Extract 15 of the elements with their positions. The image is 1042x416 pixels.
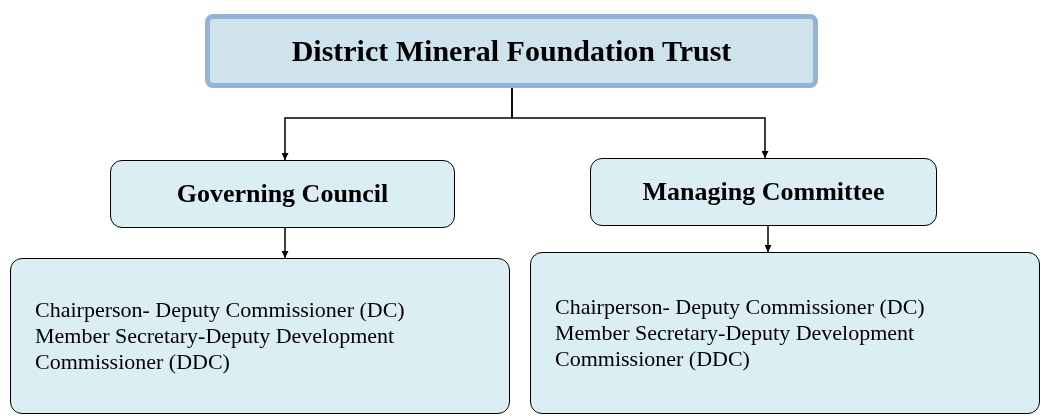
title-box xyxy=(110,160,455,228)
title-box xyxy=(590,158,937,226)
info-box xyxy=(530,252,1040,414)
box-title: Managing Committee xyxy=(642,177,885,207)
body-text: Member Secretary-Deputy Development Commissioner (DDC) xyxy=(555,320,916,372)
body-text: Member Secretary-Deputy Development Commissioner (DDC) xyxy=(35,323,396,375)
box-title: Governing Council xyxy=(176,179,389,209)
arrow xyxy=(764,225,772,253)
info-box xyxy=(10,258,510,414)
arrow xyxy=(281,227,289,259)
body-text: Chairperson- Deputy Commissioner (DC) xyxy=(555,294,925,320)
body-text: Chairperson- Deputy Commissioner (DC) xyxy=(35,297,405,323)
arrow xyxy=(511,87,769,159)
box-title: District Mineral Foundation Trust xyxy=(291,34,732,68)
title-box xyxy=(205,14,818,88)
